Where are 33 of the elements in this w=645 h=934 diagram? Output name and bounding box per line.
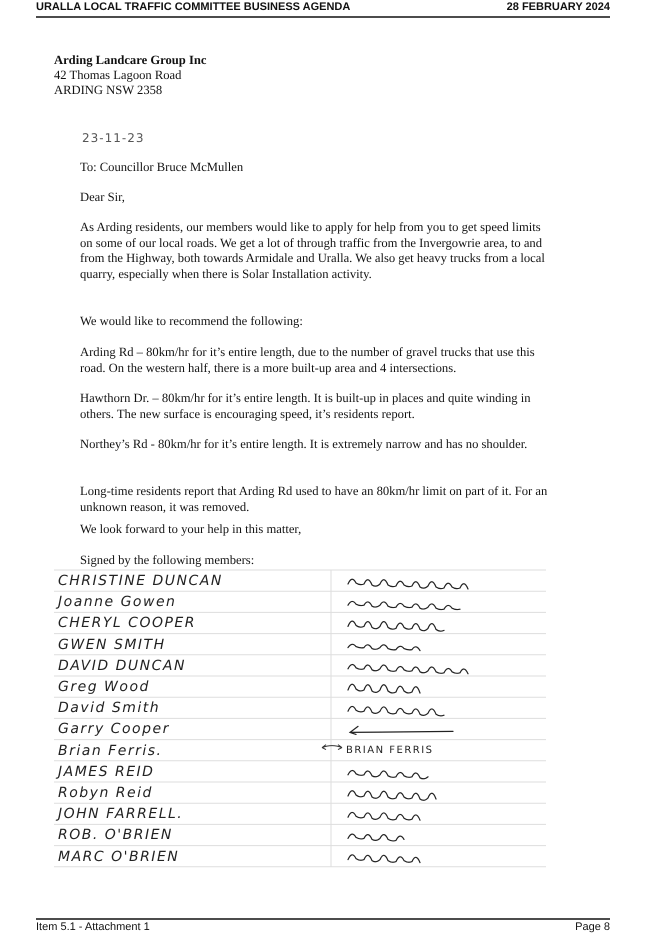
- page-footer: Page 8: [400, 921, 610, 934]
- handwritten-name: Greg Wood: [58, 678, 150, 696]
- sender-name: Arding Landcare Group Inc: [54, 53, 208, 69]
- handwritten-name: JAMES REID: [58, 762, 154, 781]
- handwritten-name: JOHN FARRELL.: [58, 805, 184, 824]
- handwritten-name: CHERYL COOPER: [58, 614, 196, 632]
- page-footer: Item 5.1 - Attachment 1: [36, 921, 336, 934]
- handwritten-name: Joanne Gowen: [58, 593, 176, 612]
- handwritten-name: ROB. O'BRIEN: [58, 826, 173, 844]
- paragraph: Hawthorn Dr. – 80km/hr for it’s entire length. It is built-up in places and quite winding in others. The new surface is encouraging speed, it’s residents report.: [80, 391, 532, 422]
- handwritten-name: GWEN SMITH: [58, 636, 166, 654]
- paragraph: As Arding residents, our members would like to apply for help from you to get speed limits on some of our local roads. We get a lot of through traffic from the Invergowrie area, to and from the Highway, both towards Armidale and Uralla. We also get heavy trucks from a local quarry, especially when there is Solar Installation activity.: [80, 220, 546, 282]
- page-header: 28 FEBRUARY 2024: [506, 1, 610, 14]
- paragraph: We would like to recommend the following:: [80, 314, 304, 330]
- handwritten-name: Brian Ferris.: [58, 742, 162, 760]
- sender-address: 42 Thomas Lagoon Road: [54, 68, 182, 84]
- handwritten-name: BRIAN FERRIS: [346, 744, 434, 758]
- section-heading: Signed by the following members:: [80, 553, 256, 569]
- paragraph: Northey’s Rd - 80km/hr for it’s entire length. It is extremely narrow and has no shoulder.: [80, 437, 528, 453]
- paragraph: We look forward to your help in this matter,: [80, 522, 302, 538]
- handwritten-name: Robyn Reid: [58, 784, 153, 802]
- sender-address: ARDING NSW 2358: [54, 83, 164, 99]
- handwritten-name: DAVID DUNCAN: [58, 656, 186, 675]
- paragraph: Arding Rd – 80km/hr for it’s entire length, due to the number of gravel trucks that use this road. On the western half, there is a more built-up area and 4 intersections.: [80, 345, 536, 376]
- handwritten-name: Garry Cooper: [58, 720, 170, 738]
- salutation: Dear Sir,: [80, 190, 126, 206]
- recipient-line: To: Councillor Bruce McMullen: [80, 160, 244, 176]
- handwritten-name: David Smith: [58, 699, 160, 718]
- date: 23-11-23: [82, 131, 144, 147]
- paragraph: Long-time residents report that Arding Rd used to have an 80km/hr limit on part of it. For an unknown reason, it was removed.: [80, 484, 548, 516]
- handwritten-name: CHRISTINE DUNCAN: [58, 572, 223, 590]
- page-header: URALLA LOCAL TRAFFIC COMMITTEE BUSINESS AGENDA: [36, 1, 352, 14]
- handwritten-name: MARC O'BRIEN: [58, 848, 180, 866]
